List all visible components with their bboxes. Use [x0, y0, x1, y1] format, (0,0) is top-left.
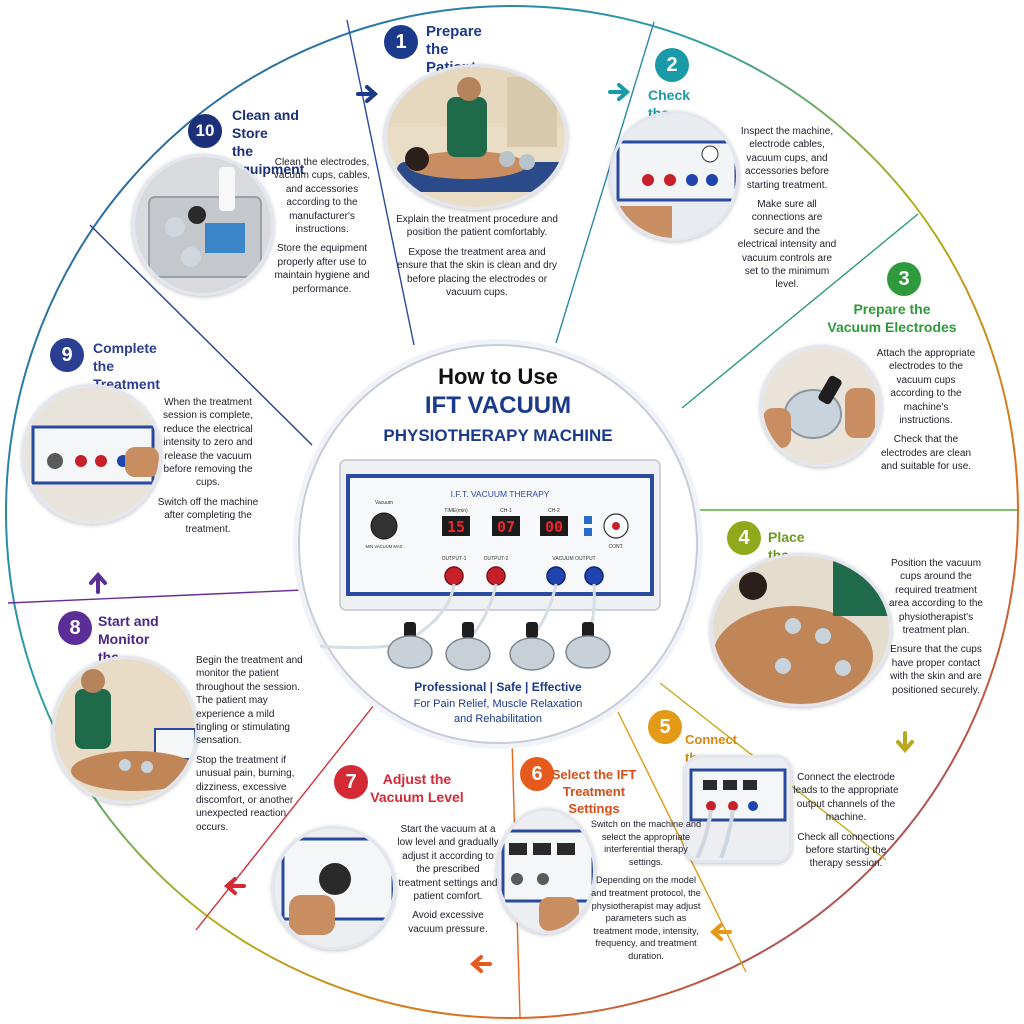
display-2-label: CH-1	[500, 508, 512, 514]
step-6-settings-photo	[496, 808, 596, 934]
step-6-title: Select the IFT Treatment Settings	[551, 767, 637, 816]
step-8-monitoring-photo	[52, 656, 198, 804]
step-3-description: Attach the appropriate electrodes to the…	[876, 348, 976, 473]
arrow-left-icon	[222, 874, 246, 898]
step-8-description: Begin the treatment and monitor the pati…	[196, 655, 303, 833]
step-6-number-badge: 6	[520, 757, 554, 791]
step-9-number-badge: 9	[50, 338, 84, 372]
display-2-value: 07	[497, 518, 515, 536]
step-7-number-badge: 7	[334, 765, 368, 799]
center-tagline: Professional | Safe | Effective	[414, 680, 582, 694]
arrow-left-icon	[708, 920, 732, 944]
step-3-title: Prepare the Vacuum Electrodes	[827, 301, 957, 335]
display-3-label: CH-2	[548, 508, 560, 514]
display-1-label: TIME(min)	[444, 508, 468, 514]
arrow-up-icon	[86, 570, 110, 594]
output-2-socket	[486, 566, 506, 586]
center-subline-1: For Pain Relief, Muscle Relaxation	[413, 698, 583, 710]
step-6-description: Switch on the machine and select the app…	[590, 819, 702, 961]
step-1-patient-photo	[384, 64, 568, 210]
step-7-description: Start the vacuum at a low level and grad…	[397, 824, 499, 935]
output-1-socket	[444, 566, 464, 586]
step-1-number-badge: 1	[384, 25, 418, 59]
step-10-description: Clean the electrodes, vacuum cups, cable…	[273, 157, 371, 295]
step-2-machine-photo	[609, 111, 739, 241]
cont-label: CONT.	[609, 544, 624, 550]
step-4-description: Position the vacuum cups around the requ…	[889, 558, 983, 696]
display-3-value: 00	[545, 518, 563, 536]
step-10-storage-photo	[132, 154, 274, 296]
step-5-leads-photo	[684, 755, 792, 863]
step-7-vacuum-knob-photo	[272, 826, 396, 950]
step-4-number-badge: 4	[727, 521, 761, 555]
output-1-label: OUTPUT-1	[442, 556, 467, 562]
step-2-description: Inspect the machine, electrode cables, v…	[737, 126, 837, 291]
step-9-title: Complete the Treatment	[93, 340, 160, 392]
knob-label-bottom: MIN VACUUM MAX	[366, 544, 403, 549]
step-2-number-badge: 2	[655, 48, 689, 82]
vacuum-output-label: VACUUM OUTPUT	[552, 556, 595, 562]
arrow-right-icon	[356, 82, 380, 106]
ift-machine-illustration: I.F.T. VACUUM THERAPY Vacuum MIN VACUUM …	[319, 459, 661, 671]
center-title-line3: PHYSIOTHERAPY MACHINE	[383, 426, 613, 445]
vacuum-cups	[387, 622, 611, 671]
center-title-line1: How to Use	[438, 364, 558, 389]
step-3-electrode-photo	[760, 345, 882, 467]
step-3-number-badge: 3	[887, 262, 921, 296]
step-5-description: Connect the electrode leads to the appro…	[793, 772, 899, 870]
vacuum-socket-2	[584, 566, 604, 586]
step-7-title: Adjust the Vacuum Level	[370, 771, 464, 805]
display-1-value: 15	[447, 518, 465, 536]
vacuum-socket-1	[546, 566, 566, 586]
vacuum-knob	[370, 512, 398, 540]
step-9-description: When the treatment session is complete, …	[157, 397, 259, 535]
machine-panel-title: I.F.T. VACUUM THERAPY	[451, 489, 550, 499]
step-10-number-badge: 10	[188, 114, 222, 148]
step-9-complete-photo	[22, 384, 162, 524]
output-2-label: OUTPUT-2	[484, 556, 509, 562]
section-dividers	[7, 19, 1017, 1018]
knob-label-top: Vacuum	[375, 500, 393, 506]
step-1-description: Explain the treatment procedure and posi…	[396, 214, 558, 299]
arrow-right-icon	[608, 80, 632, 104]
center-hub: How to Use IFT VACUUM PHYSIOTHERAPY MACH…	[298, 344, 698, 744]
step-8-number-badge: 8	[58, 611, 92, 645]
step-4-cups-on-back-photo	[710, 553, 892, 707]
center-subline-2: and Rehabilitation	[453, 713, 543, 725]
arrow-down-icon	[893, 731, 917, 755]
arrow-left-icon	[468, 952, 492, 976]
center-title-line2: IFT VACUUM	[424, 392, 572, 419]
step-5-number-badge: 5	[648, 710, 682, 744]
